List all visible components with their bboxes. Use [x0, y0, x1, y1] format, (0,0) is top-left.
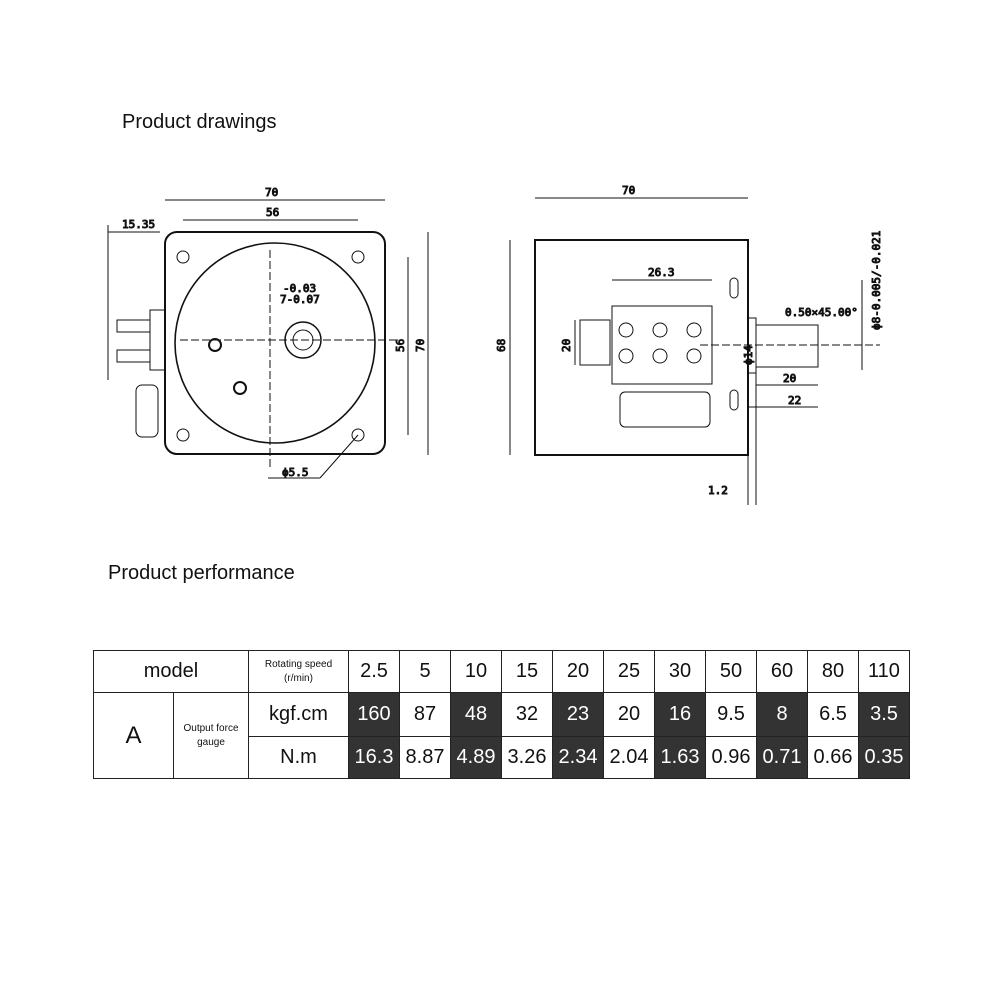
dim-26-3: 26.3 [648, 266, 675, 279]
speed-cell: 80 [807, 650, 859, 693]
model-header: model [93, 650, 249, 693]
dim-tol: -0.03 [283, 282, 316, 295]
kgf-cell: 87 [399, 692, 451, 737]
kgf-cell: 20 [603, 692, 655, 737]
kgf-cell: 6.5 [807, 692, 859, 737]
nm-cell: 0.35 [858, 736, 910, 779]
kgf-cell: 48 [450, 692, 502, 737]
speed-cell: 110 [858, 650, 910, 693]
nm-cell: 8.87 [399, 736, 451, 779]
speed-cell: 5 [399, 650, 451, 693]
kgf-cell: 160 [348, 692, 400, 737]
dim-chamfer: 0.50×45.00° [785, 306, 858, 319]
speed-cell: 60 [756, 650, 808, 693]
dim-1-2: 1.2 [708, 484, 728, 497]
kgf-cell: 9.5 [705, 692, 757, 737]
dim-shaft: ϕ8-0.005/-0.021 [870, 231, 883, 330]
nm-cell: 0.96 [705, 736, 757, 779]
kgf-cell: 8 [756, 692, 808, 737]
model-value: A [93, 692, 174, 779]
nm-cell: 0.71 [756, 736, 808, 779]
dim-70-front: 70 [265, 186, 278, 199]
dim-15-35: 15.35 [122, 218, 155, 231]
performance-table: model Rotating speed(r/min) 2.5 5 10 15 … [93, 650, 910, 779]
dim-70-vert: 70 [414, 339, 427, 352]
kgf-cell: 16 [654, 692, 706, 737]
kgf-cell: 3.5 [858, 692, 910, 737]
nm-cell: 2.34 [552, 736, 604, 779]
dim-20: 20 [783, 372, 796, 385]
performance-heading: Product performance [108, 562, 295, 584]
dim-d14: ϕ14 [742, 345, 755, 365]
nm-cell: 1.63 [654, 736, 706, 779]
speed-unit: (r/min) [284, 672, 313, 684]
dim-hole: ϕ5.5 [282, 466, 309, 479]
speed-cell: 10 [450, 650, 502, 693]
technical-drawing: 70 56 15.35 -0.03 7-0.07 56 70 ϕ5.5 70 [107, 184, 884, 505]
dim-56-front: 56 [266, 206, 279, 219]
dim-tol2: 7-0.07 [280, 293, 320, 306]
nm-cell: 0.66 [807, 736, 859, 779]
dim-68: 68 [495, 339, 508, 352]
front-view: 70 56 15.35 -0.03 7-0.07 56 70 ϕ5.5 [107, 186, 429, 480]
drawings-heading: Product drawings [122, 111, 277, 133]
dim-22: 22 [788, 394, 801, 407]
dim-70-side: 70 [622, 184, 635, 197]
speed-cell: 50 [705, 650, 757, 693]
speed-header: Rotating speed (r/min) [248, 650, 349, 693]
unit-nm: N.m [248, 736, 349, 779]
nm-cell: 16.3 [348, 736, 400, 779]
dim-56-vert: 56 [394, 339, 407, 352]
nm-cell: 4.89 [450, 736, 502, 779]
nm-cell: 3.26 [501, 736, 553, 779]
dim-20-vert: 20 [560, 339, 573, 352]
nm-cell: 2.04 [603, 736, 655, 779]
speed-cell: 25 [603, 650, 655, 693]
speed-cell: 30 [654, 650, 706, 693]
side-view: 70 26.3 68 20 ϕ14 0.50×45.00° ϕ8-0.005/-… [495, 184, 884, 505]
speed-label: Rotating speed [264, 658, 333, 670]
unit-kgf: kgf.cm [248, 692, 349, 737]
speed-cell: 2.5 [348, 650, 400, 693]
speed-cell: 20 [552, 650, 604, 693]
speed-cell: 15 [501, 650, 553, 693]
kgf-cell: 32 [501, 692, 553, 737]
force-label: Output force gauge [173, 692, 249, 779]
kgf-cell: 23 [552, 692, 604, 737]
